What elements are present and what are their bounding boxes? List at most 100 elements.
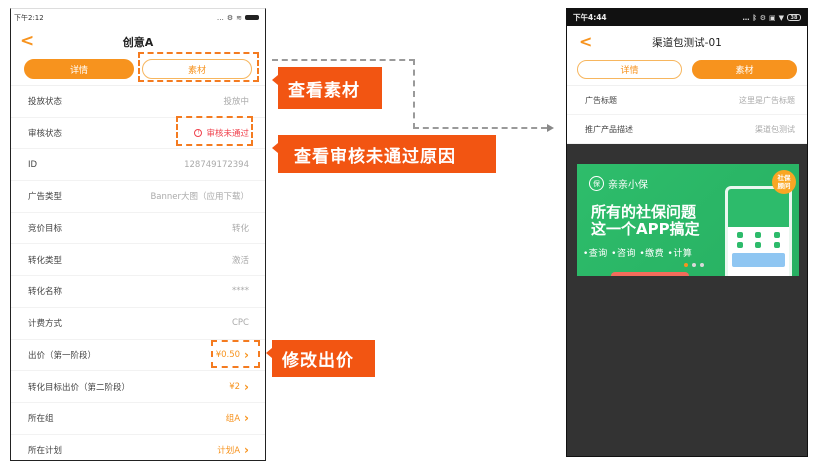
status-time: 下午4:44 [573,13,607,22]
badge-text-1: 社保 [777,174,791,182]
row-bid-stage-1[interactable]: 出价（第一阶段） ¥0.50 › [11,340,265,372]
row-label: 审核状态 [28,129,63,140]
banner-features: •查询 •咨询 •缴费 •计算 [583,249,693,259]
banner-logo: 保 亲亲小保 [589,176,648,191]
headline-line-2: 这一个APP搞定 [591,220,700,238]
row-value-text: 组A [225,414,241,425]
row-value: **** [232,286,249,297]
row-conversion-type: 转化类型 激活 [11,244,265,277]
wifi-icon: ≋ [236,13,242,22]
tab-details[interactable]: 详情 [24,59,134,79]
row-label: 计费方式 [28,319,63,330]
phone-mockup-image [725,186,792,276]
left-phone-screen: 下午2:12 … ⚙ ≋ < 创意A 详情 素材 投放状态 投放中 审核状态 !… [10,8,266,461]
carousel-dots[interactable] [684,263,704,267]
chevron-right-icon: › [244,347,249,362]
row-label: 所在计划 [28,445,63,456]
banner-cta-button [611,272,689,276]
badge-text-2: 顾问 [777,182,791,190]
review-status-text: 审核未通过 [206,129,249,140]
bid-stage-1-value[interactable]: ¥0.50 › [216,349,249,361]
row-value-text: ¥2 [229,381,241,392]
row-label: 广告类型 [28,192,63,203]
row-billing-method: 计费方式 CPC [11,308,265,340]
page-title: 创意A [122,35,154,49]
row-value-text: ¥0.50 [215,349,241,360]
header-area: < 渠道包测试-01 详情 素材 广告标题 这里是广告标题 推广产品描述 渠道包… [567,26,807,144]
status-bar: 下午2:12 … ⚙ ≋ [11,9,265,26]
bid-stage-2-value[interactable]: ¥2 › [229,381,249,393]
review-status-value[interactable]: ! 审核未通过 [194,127,249,139]
row-label: 转化类型 [28,255,63,266]
row-conversion-name: 转化名称 **** [11,276,265,308]
tab-details[interactable]: 详情 [577,60,682,79]
status-icons: … ⚙ ≋ [217,14,259,22]
tab-material[interactable]: 素材 [692,60,797,79]
row-plan[interactable]: 所在计划 计划A › [11,435,265,460]
logo-text: 亲亲小保 [608,180,648,191]
row-bid-stage-2[interactable]: 转化目标出价（第二阶段） ¥2 › [11,371,265,403]
mockup-grid [728,227,789,253]
chevron-right-icon: › [244,411,249,426]
mockup-card [732,253,785,267]
bluetooth-icon: ᛒ [752,13,757,22]
logo-mark-icon: 保 [589,176,604,191]
headline-line-1: 所有的社保问题 [591,203,697,221]
chevron-right-icon: › [244,442,249,457]
row-review-status[interactable]: 审核状态 ! 审核未通过 [11,118,265,150]
tab-material[interactable]: 素材 [142,59,252,79]
row-label: 出价（第一阶段） [28,350,97,361]
row-label: ID [28,159,38,170]
segment-control: 详情 素材 [567,60,807,79]
more-dots-icon: … [216,13,224,22]
row-value: CPC [232,318,249,329]
page-title: 渠道包测试-01 [652,36,722,49]
row-delivery-status: 投放状态 投放中 [11,86,265,118]
mockup-header [728,189,789,227]
gear-icon: ⚙ [759,13,766,22]
chevron-right-icon: › [244,379,249,394]
row-value: 这里是广告标题 [739,95,795,105]
status-bar: 下午4:44 … ᛒ ⚙ ▣ ▼ 38 [567,9,807,26]
nav-bar: < 渠道包测试-01 [567,26,807,58]
warning-circle-icon: ! [194,129,203,138]
status-time: 下午2:12 [14,13,44,22]
row-label: 转化目标出价（第二阶段） [28,382,131,393]
segment-control: 详情 素材 [11,59,265,79]
more-dots-icon: … [742,13,750,22]
badge-icon: 社保 顾问 [772,170,796,194]
connector-line [272,59,415,61]
ad-creative-banner[interactable]: 保 亲亲小保 所有的社保问题 这一个APP搞定 •查询 •咨询 •缴费 •计算 … [577,164,799,276]
nav-bar: < 创意A [11,26,265,57]
row-label: 所在组 [28,414,54,425]
banner-headline: 所有的社保问题 这一个APP搞定 [591,204,700,238]
battery-icon [245,15,259,20]
row-product-desc: 推广产品描述 渠道包测试 [567,115,807,144]
row-value: 128749172394 [184,159,249,170]
status-icons: … ᛒ ⚙ ▣ ▼ 38 [742,13,801,22]
row-bid-target: 竞价目标 转化 [11,213,265,245]
detail-list: 投放状态 投放中 审核状态 ! 审核未通过 ID 128749172394 广告… [11,85,265,460]
row-label: 推广产品描述 [585,124,633,134]
plan-value[interactable]: 计划A › [217,444,249,456]
arrow-right-icon [547,124,554,132]
row-value: 转化 [231,224,249,235]
back-button[interactable]: < [579,32,593,51]
row-group[interactable]: 所在组 组A › [11,403,265,435]
row-value: Banner大图（应用下载） [150,192,249,203]
group-value[interactable]: 组A › [226,412,249,424]
row-value: 激活 [231,255,249,266]
right-phone-screen: 下午4:44 … ᛒ ⚙ ▣ ▼ 38 < 渠道包测试-01 详情 素材 广告标… [566,8,808,457]
screen-icon: ▣ [768,13,776,22]
row-label: 投放状态 [28,97,63,108]
row-id: ID 128749172394 [11,149,265,182]
row-value: 投放中 [223,97,249,108]
callout-edit-bid: 修改出价 [266,340,375,377]
row-ad-type: 广告类型 Banner大图（应用下载） [11,181,265,213]
callout-view-reject-reason: 查看审核未通过原因 [272,135,496,173]
callout-view-material: 查看素材 [272,67,382,109]
row-ad-title: 广告标题 这里是广告标题 [567,86,807,115]
connector-line [413,59,415,129]
back-button[interactable]: < [20,31,35,51]
row-label: 广告标题 [585,95,617,105]
